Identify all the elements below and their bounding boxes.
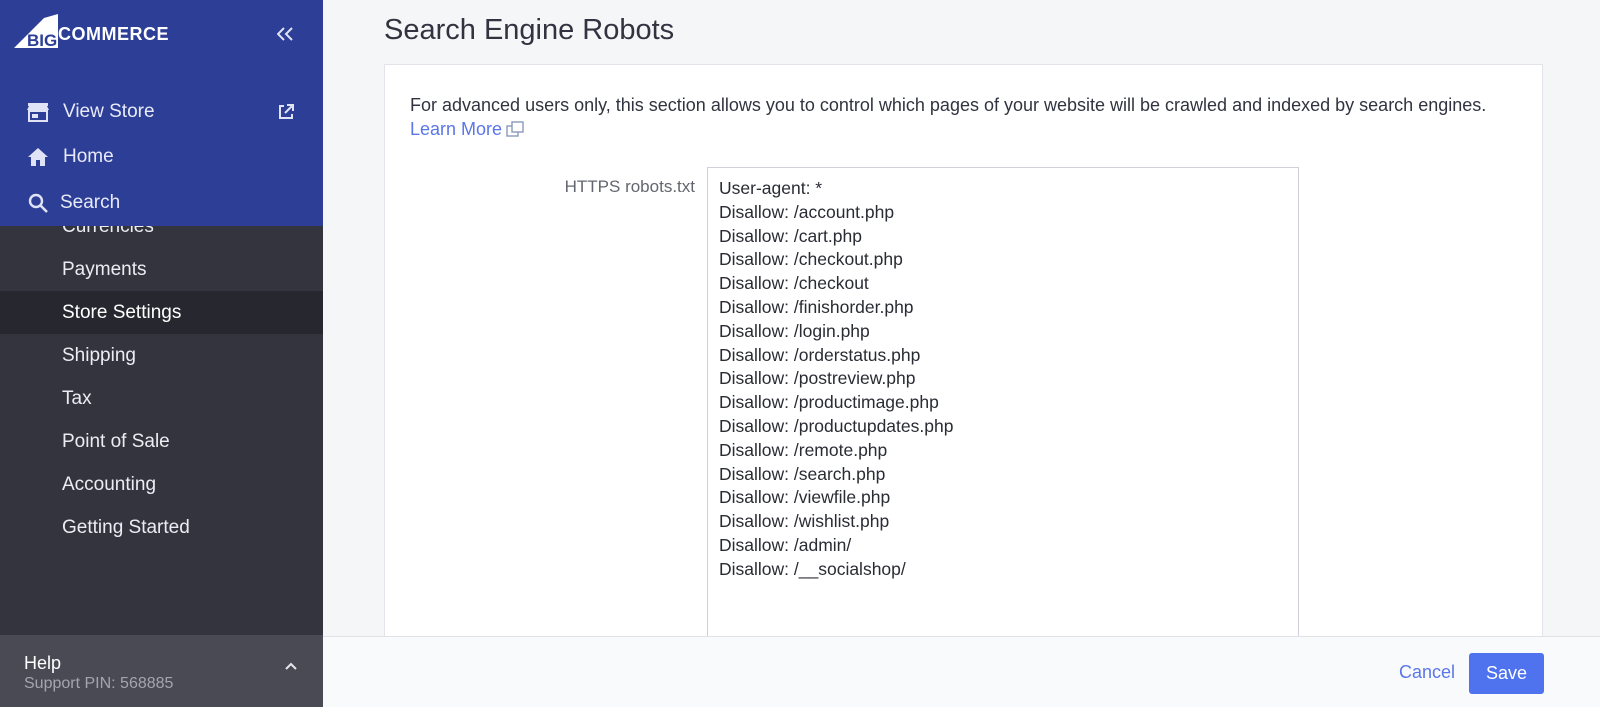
- nav-item-tax[interactable]: Tax: [62, 387, 92, 409]
- logo-text: COMMERCE: [58, 24, 169, 44]
- nav-search-label: Search: [60, 192, 121, 213]
- help-section[interactable]: Help Support PIN: 568885: [0, 635, 323, 707]
- external-link-icon: [276, 102, 296, 122]
- action-footer: Cancel Save: [323, 636, 1600, 707]
- description-text: For advanced users only, this section al…: [410, 95, 1487, 115]
- nav-view-store[interactable]: View Store: [0, 92, 323, 132]
- nav-view-store-label: View Store: [63, 101, 155, 122]
- main-content: Search Engine Robots For advanced users …: [323, 0, 1600, 707]
- robots-panel: For advanced users only, this section al…: [384, 64, 1543, 707]
- save-button[interactable]: Save: [1469, 653, 1544, 694]
- nav-item-store-settings[interactable]: Store Settings: [0, 291, 323, 334]
- help-title: Help: [24, 653, 62, 673]
- nav-home-label: Home: [63, 146, 114, 167]
- nav-item-getting-started[interactable]: Getting Started: [62, 516, 190, 538]
- description: For advanced users only, this section al…: [410, 93, 1520, 141]
- nav-item-point-of-sale[interactable]: Point of Sale: [62, 430, 170, 452]
- learn-more-link[interactable]: Learn More: [410, 119, 524, 139]
- nav-item-payments[interactable]: Payments: [62, 258, 147, 280]
- logo-prefix: BIG: [27, 31, 57, 48]
- search-icon: [26, 191, 50, 215]
- support-pin: Support PIN: 568885: [24, 675, 174, 692]
- chevron-up-icon: [285, 662, 297, 670]
- open-new-window-icon: [506, 121, 524, 137]
- collapse-sidebar-button[interactable]: [272, 22, 298, 46]
- settings-nav-list: Currencies Payments Store Settings Shipp…: [0, 205, 323, 549]
- store-icon: [26, 100, 50, 124]
- nav-search[interactable]: Search: [0, 183, 323, 223]
- nav-item-shipping[interactable]: Shipping: [62, 344, 136, 366]
- cancel-button[interactable]: Cancel: [1399, 662, 1456, 682]
- robots-field-label: HTTPS robots.txt: [564, 177, 695, 196]
- home-icon: [26, 145, 50, 169]
- nav-item-accounting[interactable]: Accounting: [62, 473, 157, 495]
- sidebar-header: BIG COMMERCE View Store Home: [0, 0, 323, 226]
- double-chevron-left-icon: [277, 27, 293, 41]
- page-title: Search Engine Robots: [384, 14, 675, 46]
- bigcommerce-logo[interactable]: BIG COMMERCE: [14, 14, 169, 48]
- robots-txt-textarea[interactable]: User-agent: * Disallow: /account.php Dis…: [707, 167, 1299, 707]
- sidebar: BIG COMMERCE View Store Home: [0, 0, 323, 707]
- nav-home[interactable]: Home: [0, 137, 323, 177]
- learn-more-label: Learn More: [410, 119, 503, 139]
- logo-mark-icon: BIG: [14, 14, 58, 48]
